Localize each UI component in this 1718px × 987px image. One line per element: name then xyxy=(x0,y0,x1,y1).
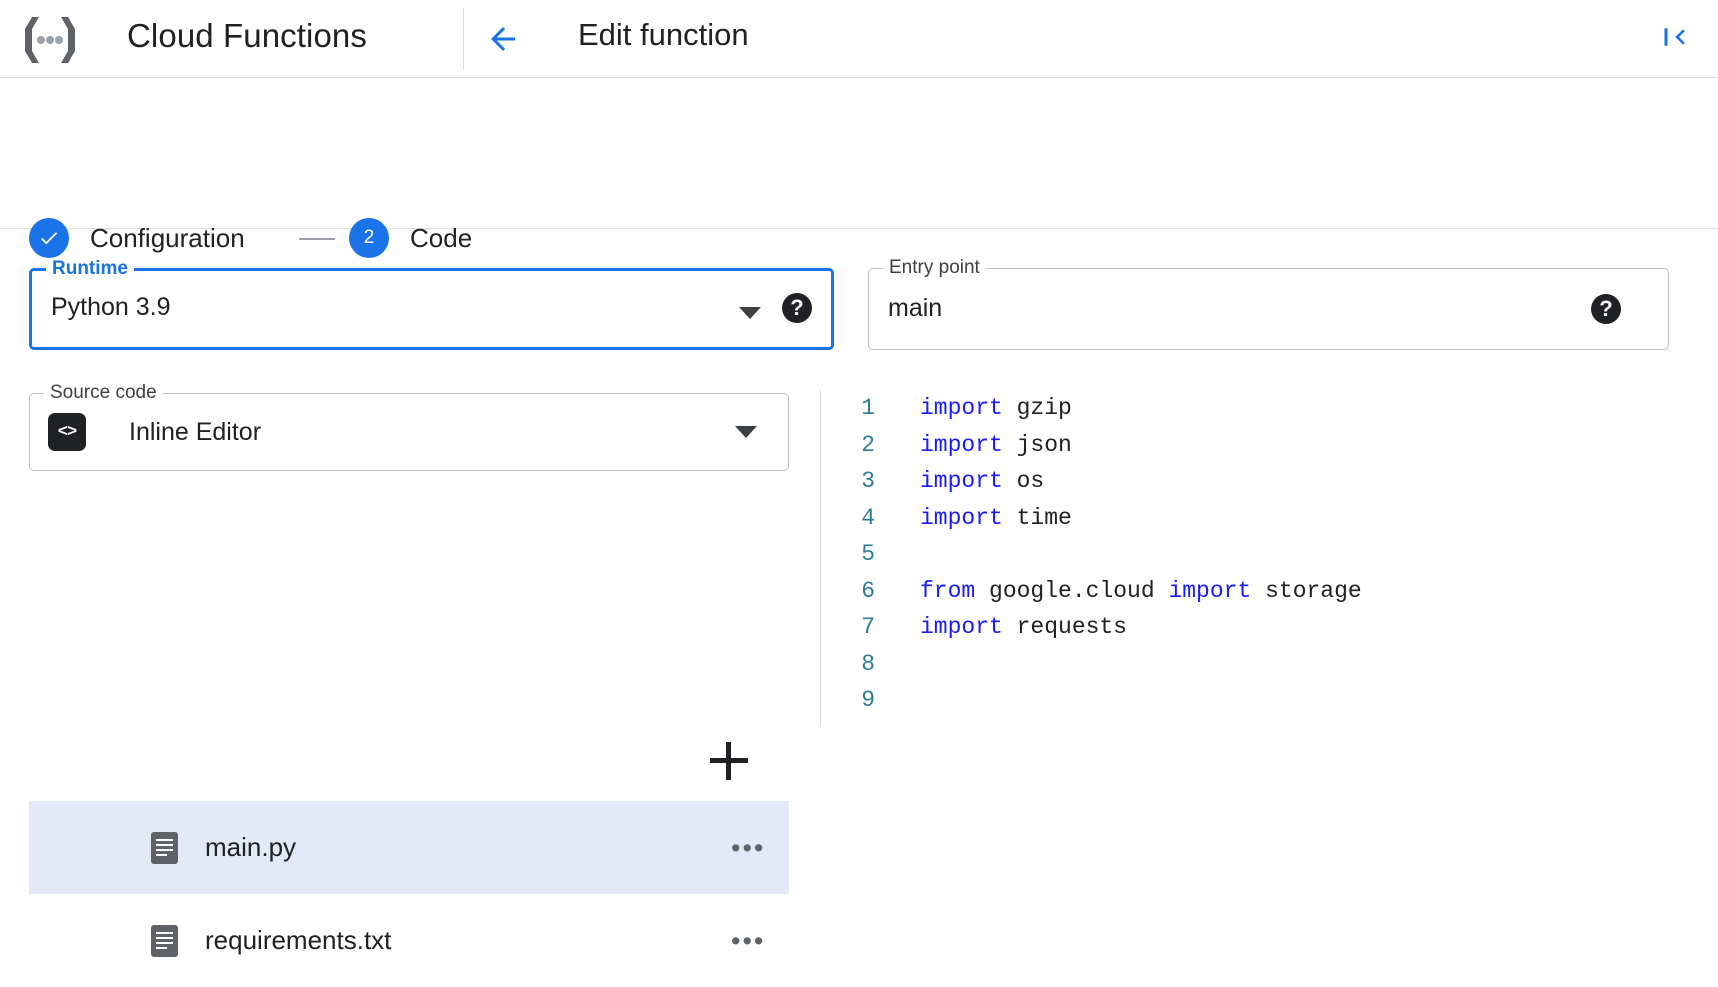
stepper-step-code[interactable]: 2 Code xyxy=(349,218,472,258)
line-content: from google.cloud import storage xyxy=(920,573,1362,610)
code-step-content: Runtime Python 3.9 ? Entry point main ? … xyxy=(0,230,1718,957)
file-name: main.py xyxy=(205,832,297,862)
code-line[interactable]: 6 from google.cloud import storage xyxy=(835,573,1715,610)
code-line[interactable]: 5 xyxy=(835,536,1715,573)
entry-point-value: main xyxy=(888,294,943,322)
code-line[interactable]: 4 import time xyxy=(835,500,1715,537)
code-keyword: from xyxy=(920,577,976,604)
line-number: 1 xyxy=(861,395,875,421)
code-text: gzip xyxy=(1002,395,1072,421)
entry-point-label: Entry point xyxy=(883,257,986,279)
chevron-down-icon[interactable] xyxy=(739,307,761,319)
line-content: import os xyxy=(920,463,1044,500)
stepper-connector xyxy=(299,238,335,240)
source-code-value: Inline Editor xyxy=(129,418,262,446)
file-list-item-main-py[interactable]: main.py ••• xyxy=(29,801,789,894)
code-text: requests xyxy=(1002,614,1128,640)
code-keyword: import xyxy=(1168,577,1252,604)
code-line[interactable]: 2 import json xyxy=(835,427,1715,464)
cloud-functions-logo-icon xyxy=(22,12,78,68)
line-number: 8 xyxy=(861,650,875,677)
runtime-select[interactable]: Runtime Python 3.9 xyxy=(29,258,834,350)
inline-code-editor[interactable]: 1 import gzip 2 import json 3 import os 4 impor… xyxy=(835,390,1715,726)
file-list-item-requirements-txt[interactable]: requirements.txt ••• xyxy=(29,894,789,987)
line-number: 9 xyxy=(861,687,875,713)
wizard-stepper: Configuration 2 Code xyxy=(0,78,1718,258)
file-icon xyxy=(151,924,178,957)
line-number: 7 xyxy=(861,614,875,640)
code-keyword: import xyxy=(920,468,1003,494)
runtime-help-icon[interactable]: ? xyxy=(782,293,812,323)
runtime-value: Python 3.9 xyxy=(51,293,171,321)
line-content: import requests xyxy=(920,609,1127,646)
code-keyword: import xyxy=(920,504,1003,531)
code-keyword: import xyxy=(920,395,1003,421)
code-line[interactable]: 1 import gzip xyxy=(835,390,1715,427)
line-number: 5 xyxy=(861,541,875,567)
file-list: main.py ••• requirements.txt ••• xyxy=(29,801,789,987)
code-brackets-icon: <> xyxy=(48,413,86,451)
stepper-label-code: Code xyxy=(410,222,473,253)
step-number-badge: 2 xyxy=(349,218,389,258)
source-code-select[interactable]: Source code <> Inline Editor xyxy=(29,382,789,471)
header-divider xyxy=(463,8,464,70)
app-header: Cloud Functions Edit function xyxy=(0,0,1718,78)
editor-divider xyxy=(820,390,821,726)
code-line[interactable]: 7 import requests xyxy=(835,609,1715,646)
code-keyword: import xyxy=(920,614,1003,640)
code-text: os xyxy=(1002,468,1045,494)
product-title: Cloud Functions xyxy=(127,17,367,54)
code-text: storage xyxy=(1251,577,1362,604)
file-name: requirements.txt xyxy=(205,925,392,955)
page-title: Edit function xyxy=(578,17,749,52)
line-content: import gzip xyxy=(920,390,1072,427)
file-icon xyxy=(151,831,178,864)
more-options-icon[interactable]: ••• xyxy=(731,925,766,956)
line-content: import json xyxy=(920,427,1072,464)
line-number: 3 xyxy=(861,468,875,494)
code-text: google.cloud xyxy=(975,577,1169,604)
more-options-icon[interactable]: ••• xyxy=(731,832,766,863)
line-number: 2 xyxy=(861,431,875,458)
add-file-button[interactable] xyxy=(710,742,748,780)
stepper-step-configuration[interactable]: Configuration xyxy=(29,218,245,258)
entry-point-input[interactable]: Entry point main ? xyxy=(868,257,1669,350)
step-complete-check-icon xyxy=(29,218,69,258)
code-line[interactable]: 8 xyxy=(835,646,1715,683)
code-keyword: import xyxy=(920,431,1003,458)
code-text: json xyxy=(1002,431,1072,458)
code-line[interactable]: 9 xyxy=(835,682,1715,719)
chevron-down-icon[interactable] xyxy=(735,426,757,438)
collapse-panel-icon[interactable] xyxy=(1660,22,1690,52)
source-code-label: Source code xyxy=(44,382,163,404)
stepper-label-configuration: Configuration xyxy=(90,222,245,253)
code-text: time xyxy=(1002,504,1072,531)
line-number: 6 xyxy=(861,577,875,604)
entry-point-help-icon[interactable]: ? xyxy=(1591,294,1621,324)
runtime-label: Runtime xyxy=(46,258,134,280)
line-number: 4 xyxy=(861,504,875,531)
line-content: import time xyxy=(920,500,1072,537)
back-arrow-icon[interactable] xyxy=(485,21,521,57)
code-line[interactable]: 3 import os xyxy=(835,463,1715,500)
